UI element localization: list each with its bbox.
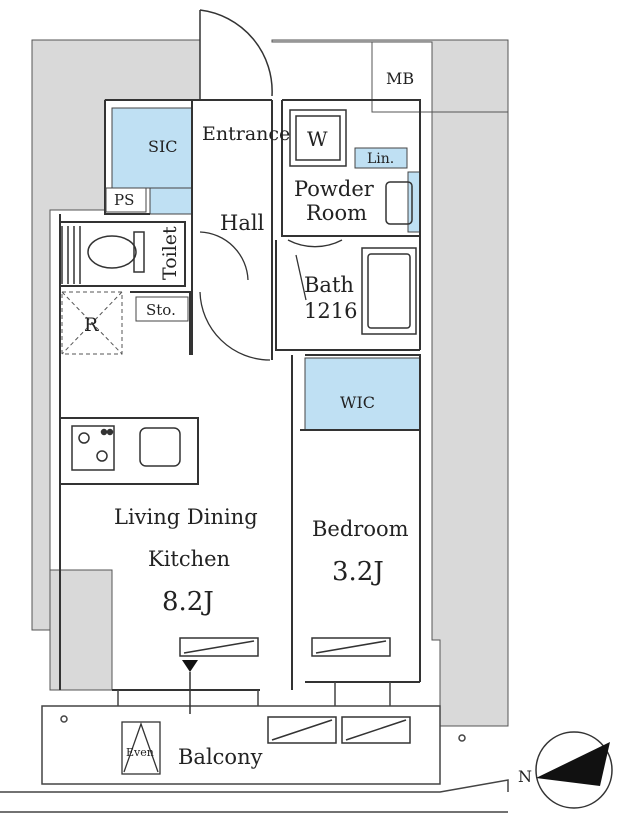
structural-walls xyxy=(31,39,509,727)
powder-sink xyxy=(385,181,413,225)
label-ldk-1: Living Dining xyxy=(114,505,258,529)
washing-machine xyxy=(289,109,347,167)
label-ldk-size: 8.2J xyxy=(162,587,214,617)
sic-lower xyxy=(149,187,193,215)
wic-area xyxy=(304,357,421,431)
label-toilet: Toilet xyxy=(159,226,181,280)
label-bath-2: 1216 xyxy=(304,299,357,323)
label-bedroom: Bedroom xyxy=(312,517,409,541)
refrigerator-space xyxy=(61,291,123,355)
label-ps: PS xyxy=(114,191,134,209)
label-bath-1: Bath xyxy=(304,273,354,297)
label-entrance: Entrance xyxy=(202,123,290,145)
label-lin: Lin. xyxy=(367,151,394,167)
label-balcony: Balcony xyxy=(178,745,263,769)
bathtub xyxy=(361,247,417,335)
label-refrigerator: R xyxy=(84,314,99,336)
entry-arrow xyxy=(182,660,198,672)
interior-lines xyxy=(59,99,421,691)
label-w: W xyxy=(307,127,328,151)
label-ldk-2: Kitchen xyxy=(148,547,230,571)
outdoor-units xyxy=(267,716,411,744)
label-sic: SIC xyxy=(148,137,178,156)
label-bedroom-size: 3.2J xyxy=(332,557,384,587)
compass-icon xyxy=(535,731,613,809)
ps-box xyxy=(105,187,147,213)
label-powder-1: Powder xyxy=(294,177,375,201)
label-storage: Sto. xyxy=(146,301,176,319)
balcony-area xyxy=(0,682,509,813)
label-powder-2: Room xyxy=(306,201,367,225)
label-even: Even xyxy=(126,746,154,759)
lin-box xyxy=(354,147,408,169)
compass-label: N xyxy=(518,767,532,786)
toilet-fixture xyxy=(61,226,145,284)
storage-box xyxy=(135,296,189,322)
entrance-door xyxy=(199,9,273,100)
label-hall: Hall xyxy=(220,211,265,235)
hall-doors xyxy=(199,231,343,361)
label-wic: WIC xyxy=(340,393,375,412)
ac-units xyxy=(179,637,391,657)
sic-area xyxy=(111,107,193,189)
label-mb: MB xyxy=(386,69,414,88)
even-marker xyxy=(121,721,161,775)
kitchen-fixtures xyxy=(71,425,181,471)
